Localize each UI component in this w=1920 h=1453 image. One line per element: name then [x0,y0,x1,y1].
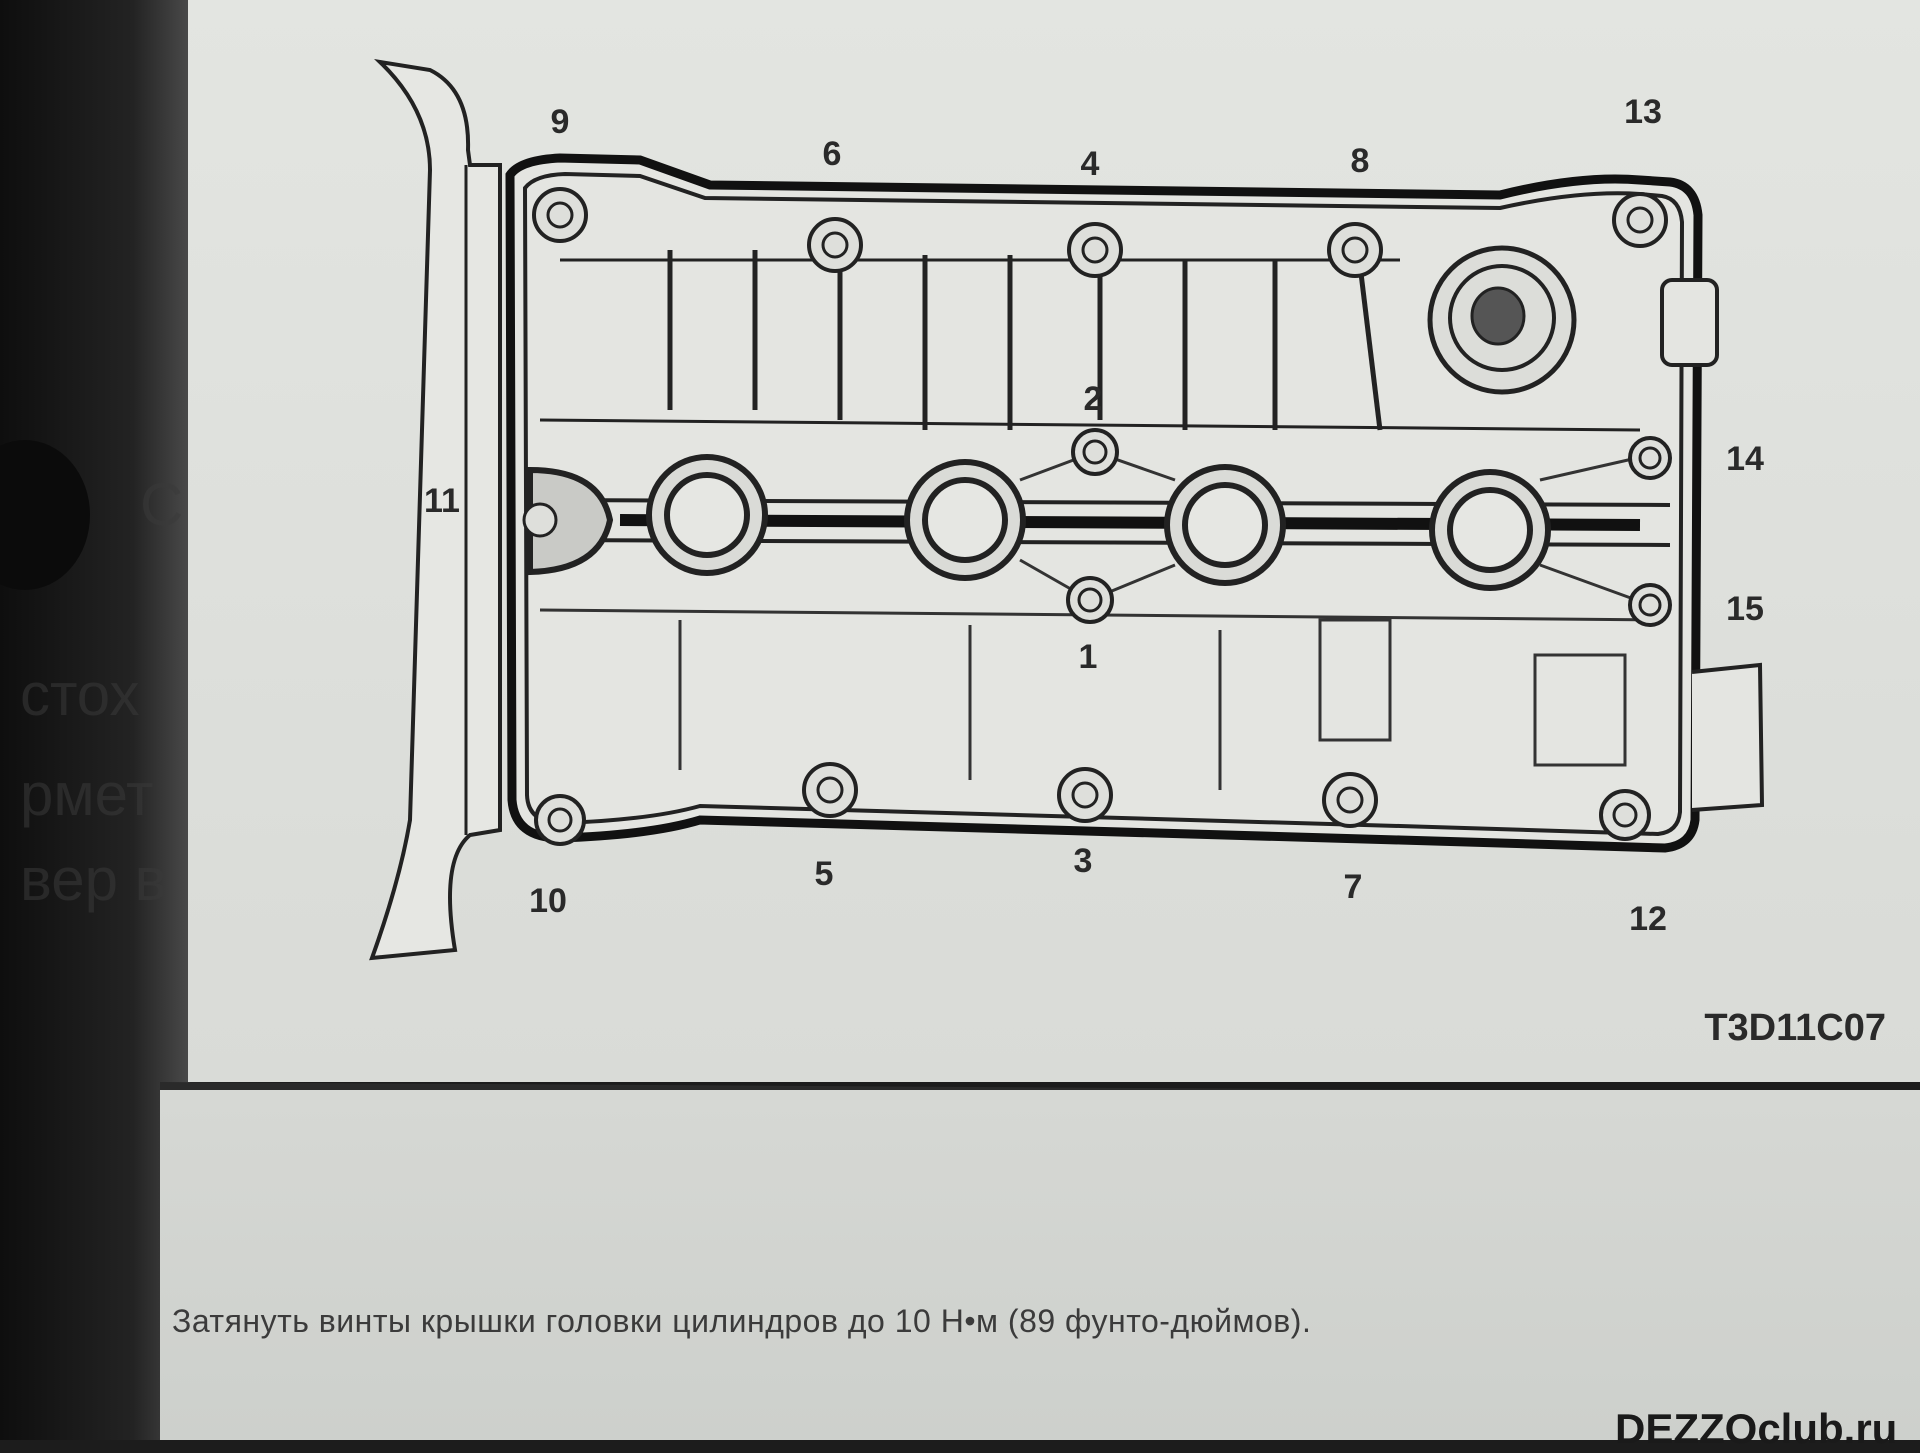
bolt-label-5: 5 [815,855,834,893]
bolt-1 [1066,576,1114,624]
bolt-label-7: 7 [1344,868,1363,906]
bolt-label-11: 11 [424,482,460,520]
bolt-label-3: 3 [1074,842,1093,880]
spark-plug-wells [646,454,1551,591]
bolt-label-4: 4 [1081,145,1100,183]
oil-filler-cap [1427,245,1577,395]
background-text-fragment: вер в [20,846,167,913]
bolt-label-1: 1 [1079,638,1098,676]
bolt-bosses [522,187,1672,846]
right-tab [1660,278,1719,367]
spark-plug-well [904,459,1026,581]
background-text-fragment: С [140,471,184,538]
caption-text: Затянуть винты крышки головки цилиндров … [172,1303,1312,1339]
bolt-label-10: 10 [529,882,567,920]
bolt-label-13: 13 [1624,93,1662,131]
bolt-4 [1067,222,1123,278]
bolt-label-14: 14 [1726,440,1764,478]
figure-code: T3D11C07 [1704,1007,1886,1049]
bolt-label-8: 8 [1351,142,1370,180]
bolt-6 [807,217,863,273]
spark-plug-well [646,454,768,576]
bolt-10 [534,794,586,846]
upper-ribs [539,250,1641,432]
bolt-label-12: 12 [1629,900,1667,938]
spark-plug-well [1164,464,1286,586]
bolt-15 [1628,583,1672,627]
bolt-label-15: 15 [1726,590,1764,628]
bolt-3 [1057,767,1113,823]
background-text-fragment: стох [20,661,140,728]
right-bracket [1691,662,1765,812]
bolt-8 [1327,222,1383,278]
background-text-fragment: рмет [20,761,154,828]
spark-plug-well [1429,469,1551,591]
bolt-label-6: 6 [823,135,842,173]
left-dark-edge [0,0,190,1440]
bolt-label-9: 9 [551,103,570,141]
bolt-13 [1612,192,1668,248]
bolt-9 [532,187,588,243]
bolt-2 [1071,428,1119,476]
bolt-12 [1599,789,1651,841]
left-bracket [369,59,502,961]
bolt-5 [802,762,858,818]
caption-panel [160,1090,1920,1440]
watermark: DEZZOclub.ru [1615,1405,1898,1452]
bolt-14 [1628,436,1672,480]
bolt-label-2: 2 [1084,380,1103,418]
bolt-11 [522,502,558,538]
left-boss [527,466,614,576]
bolt-7 [1322,772,1378,828]
